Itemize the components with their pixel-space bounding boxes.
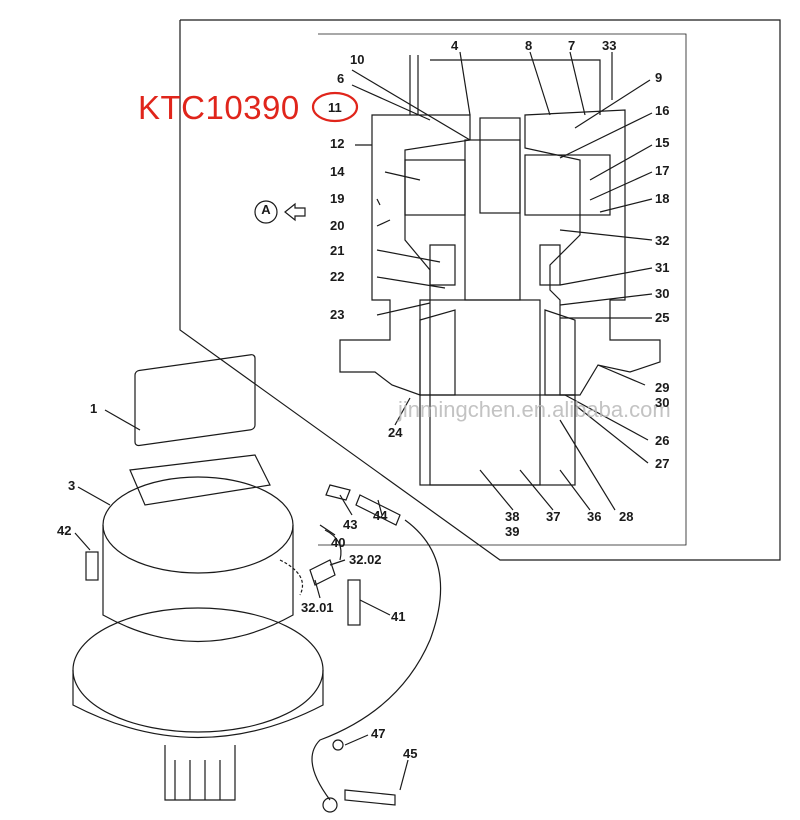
fitting-43	[325, 484, 351, 501]
motor-upper-flange	[102, 476, 294, 574]
callout: 6	[337, 71, 345, 86]
callout: 36	[587, 509, 602, 524]
callout: 20	[330, 218, 345, 233]
callout: 33	[602, 38, 617, 53]
callout: 39	[505, 524, 520, 539]
callout: 30	[655, 286, 670, 301]
callout: 27	[655, 456, 670, 471]
section-pinion	[419, 394, 576, 486]
callout: 26	[655, 433, 670, 448]
section-planet-gear	[479, 117, 521, 214]
callout: 3	[68, 478, 76, 493]
motor-body-top	[129, 454, 271, 506]
section-gear-left	[404, 159, 466, 216]
fitting-44	[355, 494, 401, 526]
callout: 47	[371, 726, 386, 741]
callout: 1	[90, 401, 98, 416]
callout: 15	[655, 135, 670, 150]
section-bearing-lower	[419, 309, 576, 396]
callout: 19	[330, 191, 345, 206]
part-number-label: KTC10390	[138, 89, 300, 126]
motor-casing	[102, 525, 294, 642]
view-a-arrow	[284, 202, 306, 222]
flange-body	[72, 670, 324, 738]
callout: 10	[350, 52, 365, 67]
callout: 37	[546, 509, 561, 524]
callout: 23	[330, 307, 345, 322]
section-output-shaft	[464, 139, 521, 301]
callout: 8	[525, 38, 533, 53]
section-ring-gear	[524, 154, 611, 216]
callout: 44	[373, 508, 388, 523]
callout: 30	[655, 395, 670, 410]
callout: 41	[391, 609, 406, 624]
callout: 40	[331, 535, 346, 550]
callout: 31	[655, 260, 670, 275]
callout: 21	[330, 243, 345, 258]
callout: 32.01	[301, 600, 334, 615]
upper-panel-inner-frame	[318, 33, 687, 546]
upper-panel-frame	[179, 19, 781, 561]
watermark-text: jinmingchen.en.alibaba.com	[398, 397, 671, 422]
section-pinion-shaft	[429, 299, 541, 486]
callout: 32.02	[349, 552, 382, 567]
callout: 16	[655, 103, 670, 118]
view-a-letter: A	[261, 202, 271, 217]
view-a-marker	[254, 200, 278, 224]
callout: 38	[505, 509, 520, 524]
callout: 7	[568, 38, 576, 53]
callout: 28	[619, 509, 634, 524]
fitting-45	[344, 789, 396, 806]
fitting-32-01	[309, 559, 336, 586]
callout: 4	[451, 38, 459, 53]
callout: 43	[343, 517, 358, 532]
callout: 25	[655, 310, 670, 325]
pin-41	[347, 579, 361, 626]
section-bearing-upper	[429, 244, 561, 286]
callout: 18	[655, 191, 670, 206]
callout: 32	[655, 233, 670, 248]
mounting-flange	[72, 607, 324, 733]
callout: 45	[403, 746, 418, 761]
callout: 11	[328, 100, 342, 115]
callout: 17	[655, 163, 670, 178]
callout: 12	[330, 136, 345, 151]
callout: 22	[330, 269, 345, 284]
callout: 9	[655, 70, 663, 85]
bolt-42	[85, 551, 99, 581]
callout: 29	[655, 380, 670, 395]
valve-block	[134, 354, 256, 447]
drive-hose	[311, 519, 442, 801]
callout: 14	[330, 164, 345, 179]
callout: 42	[57, 523, 72, 538]
callout: 24	[388, 425, 403, 440]
pinion-gear	[164, 745, 236, 801]
